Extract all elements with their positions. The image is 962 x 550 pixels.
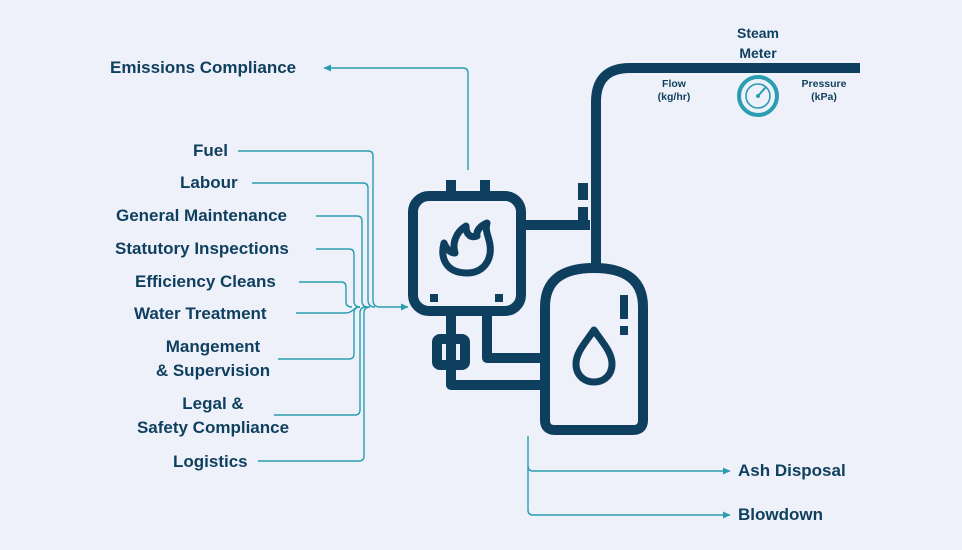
furnace-box — [408, 191, 526, 316]
label-fuel: Fuel — [193, 141, 228, 160]
pressure-label-line1: Pressure — [801, 78, 847, 90]
connector-legal — [274, 306, 367, 416]
furnace-vents — [430, 294, 503, 302]
steam-drum — [540, 263, 648, 435]
pressure-label-line2: (kPa) — [811, 91, 837, 103]
label-statutory-inspections: Statutory Inspections — [115, 239, 289, 258]
flame-icon — [439, 219, 494, 277]
label-ash-disposal: Ash Disposal — [738, 461, 846, 480]
label-general-maintenance: General Maintenance — [116, 206, 288, 225]
label-logistics: Logistics — [173, 452, 248, 471]
label-management-line2: & Supervision — [155, 361, 271, 380]
boiler-equipment — [408, 63, 860, 435]
connector-blowdown — [527, 466, 731, 519]
flow-label: Flow (kg/hr) — [644, 78, 704, 104]
steam-pipe — [591, 63, 860, 180]
return-pipe — [482, 311, 545, 363]
connector-general-maintenance — [316, 215, 369, 308]
connector-fuel — [238, 150, 409, 311]
pressure-label: Pressure (kPa) — [792, 78, 856, 104]
label-legal-line2: Safety Compliance — [136, 418, 290, 437]
level-indicator — [620, 295, 628, 335]
label-blowdown: Blowdown — [738, 505, 823, 524]
connector-emissions — [323, 64, 469, 170]
label-labour: Labour — [180, 173, 238, 192]
connector-labour — [252, 182, 376, 308]
connector-statutory-inspections — [316, 248, 361, 308]
connector-management — [278, 306, 361, 360]
pressure-gauge-icon — [737, 75, 779, 117]
label-management-supervision: Mangement & Supervision — [140, 335, 286, 383]
label-legal-line1: Legal & — [182, 394, 244, 413]
connector-ash-disposal — [527, 436, 731, 475]
connector-logistics — [258, 306, 371, 462]
label-water-treatment: Water Treatment — [134, 304, 267, 323]
steam-meter-title-line1: Steam — [736, 25, 780, 41]
label-management-line1: Mangement — [165, 337, 261, 356]
water-drop-icon — [572, 326, 616, 386]
steam-meter-title-line2: Meter — [739, 45, 777, 61]
flow-label-line2: (kg/hr) — [657, 91, 691, 103]
valve-box — [432, 334, 470, 370]
flow-label-line1: Flow — [662, 78, 686, 90]
label-legal-safety: Legal & Safety Compliance — [126, 392, 300, 440]
connector-water-treatment — [296, 306, 358, 314]
label-emissions-compliance: Emissions Compliance — [110, 58, 297, 77]
label-efficiency-cleans: Efficiency Cleans — [135, 272, 276, 291]
connector-lines — [238, 64, 731, 519]
steam-meter-title: Steam Meter — [718, 23, 798, 63]
connector-efficiency-cleans — [299, 281, 353, 308]
